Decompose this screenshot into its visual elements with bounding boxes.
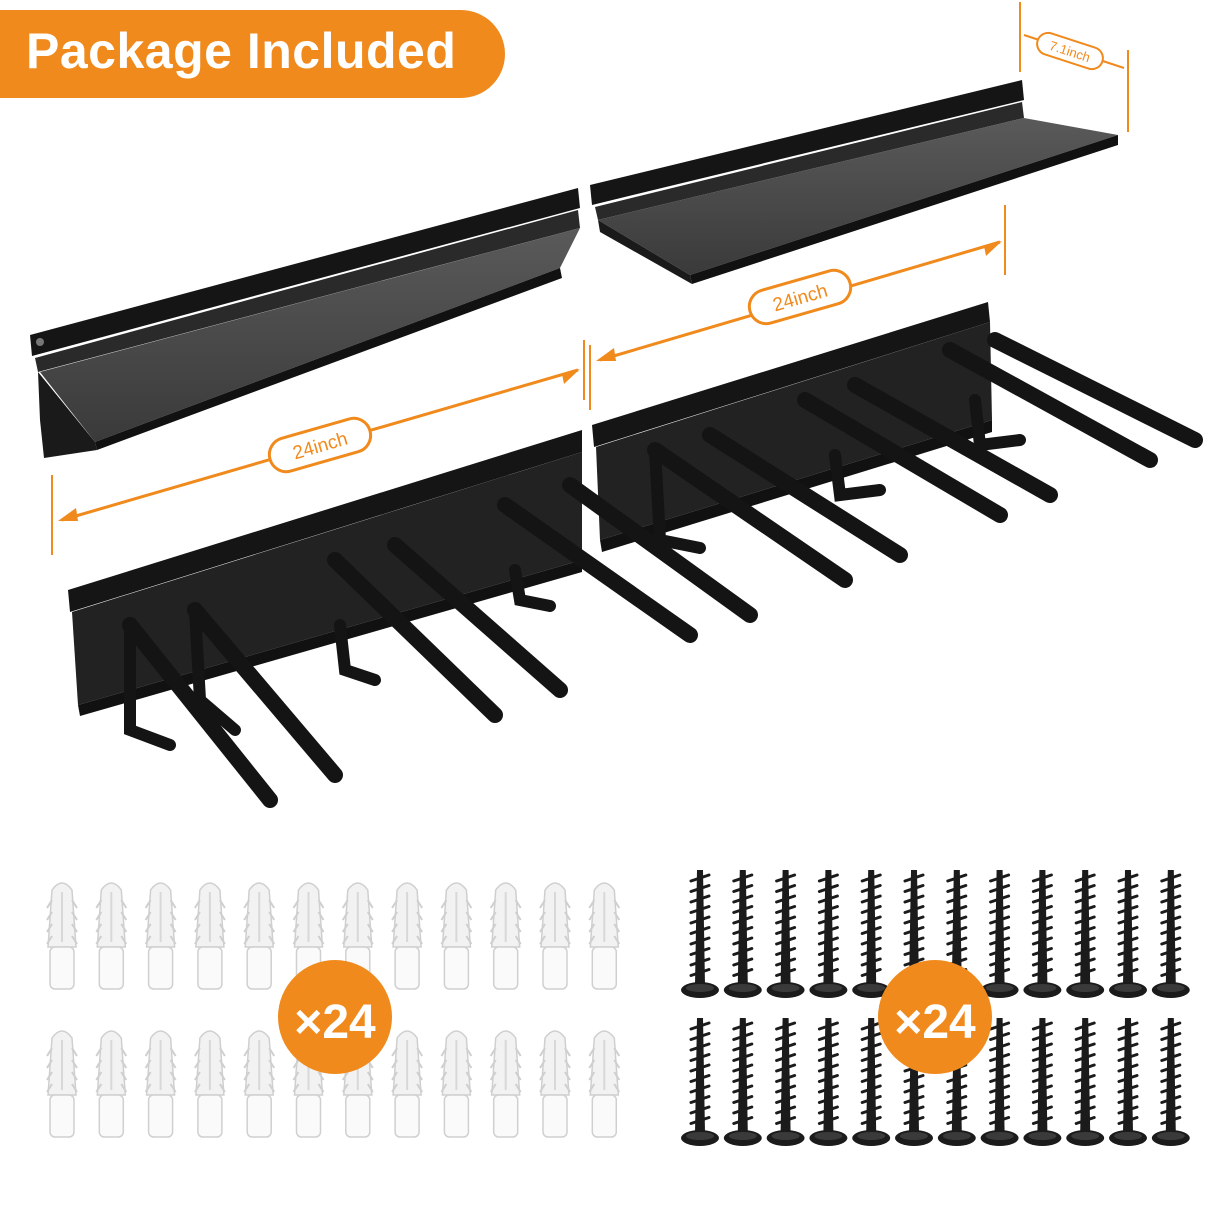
screw-icon	[1151, 870, 1190, 998]
screw-icon	[980, 870, 1019, 998]
shelf-left	[30, 188, 580, 458]
anchor-icon	[440, 882, 473, 990]
screw-icon	[809, 870, 848, 998]
screw-icon	[681, 870, 719, 998]
title-banner: Package Included	[0, 10, 505, 98]
screw-icon	[1109, 870, 1147, 998]
hook-rack-left	[68, 430, 582, 716]
anchor-icon	[194, 882, 226, 990]
anchor-icon	[391, 882, 423, 990]
dimension-left-length: 24inch	[51, 340, 585, 555]
screw-icon	[1066, 870, 1105, 998]
anchor-icon	[391, 1030, 423, 1138]
anchor-icon	[440, 1030, 473, 1138]
anchor-icon	[588, 882, 621, 990]
anchor-icon	[95, 1030, 128, 1138]
anchor-icon	[95, 882, 128, 990]
anchor-icon	[539, 1030, 571, 1138]
anchor-icon	[194, 1030, 226, 1138]
screw-icon	[1066, 1018, 1105, 1146]
dimension-right-length: 24inch	[589, 205, 1006, 410]
screw-icon	[980, 1018, 1019, 1146]
screw-icon	[1109, 1018, 1147, 1146]
anchor-icon	[144, 1030, 177, 1138]
screw-quantity-badge: ×24	[878, 960, 992, 1074]
anchor-icon	[46, 1030, 78, 1138]
page-title: Package Included	[26, 23, 457, 79]
anchor-icon	[588, 1030, 621, 1138]
anchor-quantity-label: ×24	[294, 996, 376, 1049]
anchor-icon	[46, 882, 78, 990]
screw-icon	[766, 1018, 805, 1146]
anchor-icon	[539, 882, 571, 990]
anchor-quantity-badge: ×24	[278, 960, 392, 1074]
hooks	[122, 332, 1203, 808]
anchor-icon	[144, 882, 177, 990]
screw-icon	[723, 870, 762, 998]
screw-icon	[1023, 870, 1062, 998]
shelf-right	[590, 80, 1118, 284]
screw-icon	[852, 1018, 891, 1146]
screw-icon	[1023, 1018, 1062, 1146]
screw-icon	[809, 1018, 848, 1146]
anchor-grid	[46, 882, 621, 1138]
anchor-icon	[243, 1030, 276, 1138]
screw-icon	[852, 870, 891, 998]
dimension-depth: 7.1inch	[1019, 2, 1129, 132]
screw-icon	[723, 1018, 762, 1146]
screw-grid	[681, 870, 1190, 1146]
screw-quantity-label: ×24	[894, 996, 976, 1049]
anchor-icon	[489, 882, 522, 990]
anchor-icon	[489, 1030, 522, 1138]
screw-icon	[1151, 1018, 1190, 1146]
anchor-icon	[243, 882, 276, 990]
screw-icon	[766, 870, 805, 998]
screw-icon	[681, 1018, 719, 1146]
